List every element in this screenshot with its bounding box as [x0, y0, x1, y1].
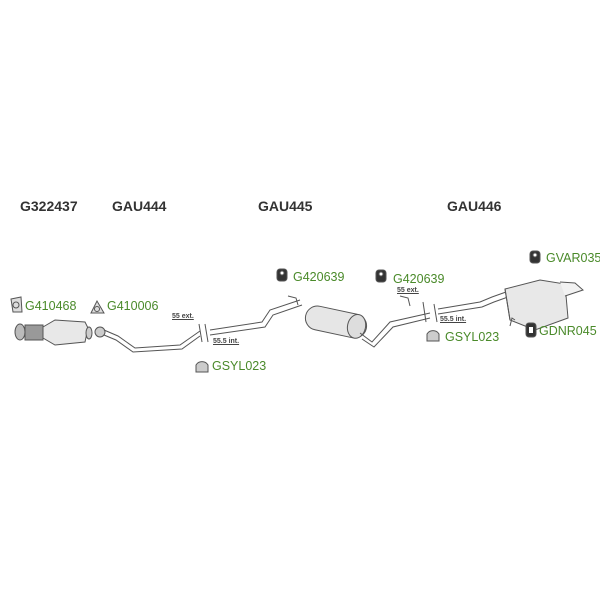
rubber-hanger-icon	[529, 250, 541, 264]
clamp-icon	[195, 361, 209, 373]
rubber-hanger-icon	[276, 268, 288, 282]
part-link[interactable]: G420639	[393, 272, 445, 286]
section-label: GAU446	[447, 198, 502, 214]
front-pipe	[94, 326, 201, 353]
rubber-hanger-icon	[375, 269, 387, 283]
rear-pipe-with-muffler	[422, 279, 584, 331]
dimension-label: 55.5 int.	[213, 338, 240, 345]
part-link[interactable]: G410468	[25, 299, 77, 313]
dimension-label: 55 ext.	[397, 287, 419, 294]
catalytic-converter	[14, 319, 93, 346]
part-link[interactable]: GVAR035	[546, 251, 600, 265]
part-link[interactable]: GSYL023	[445, 330, 500, 344]
part-link[interactable]: GSYL023	[212, 359, 267, 373]
gasket-icon	[90, 299, 105, 314]
clamp-icon	[426, 330, 440, 342]
section-label: GAU444	[112, 198, 167, 214]
part-link[interactable]: G420639	[293, 270, 345, 284]
part-link[interactable]: G410006	[107, 299, 159, 313]
rubber-mount-icon	[525, 322, 537, 338]
section-label: GAU445	[258, 198, 313, 214]
part-link[interactable]: GDNR045	[539, 324, 597, 338]
middle-pipe-with-muffler	[198, 295, 431, 348]
dimension-label: 55.5 int.	[440, 316, 467, 323]
dimension-label: 55 ext.	[172, 313, 194, 320]
gasket-icon	[10, 296, 23, 313]
section-label: G322437	[20, 198, 78, 214]
